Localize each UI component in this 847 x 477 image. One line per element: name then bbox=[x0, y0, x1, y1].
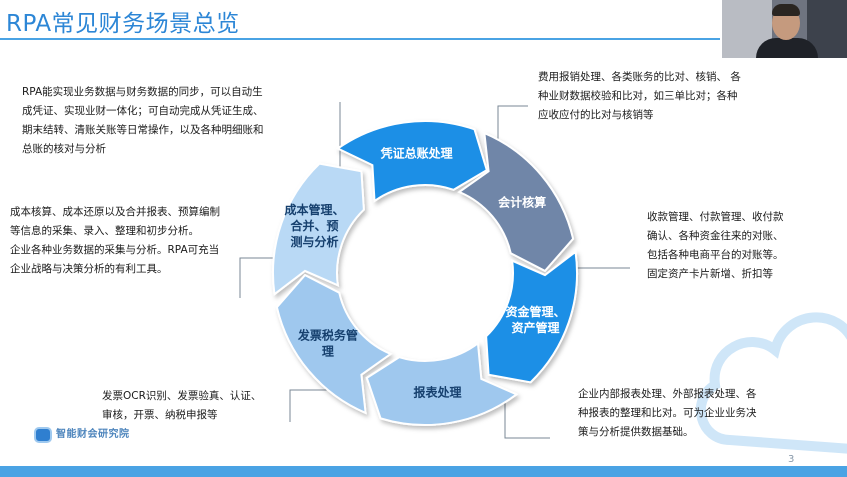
presenter-hair bbox=[772, 4, 800, 16]
segment-label-line: 报表处理 bbox=[414, 384, 462, 399]
desc-invoice-tax: 发票OCR识别、发票验真、认证、 审核，开票、纳税申报等 bbox=[102, 387, 261, 425]
title-underline bbox=[0, 38, 720, 40]
webcam-feed bbox=[722, 0, 847, 58]
connector-top-right bbox=[497, 105, 528, 148]
page-number: 3 bbox=[788, 454, 795, 465]
desc-cost-management: 成本核算、成本还原以及合并报表、预算编制 等信息的采集、录入、整理和初步分析。 … bbox=[10, 203, 220, 279]
segment-label-line: 发票税务管 bbox=[297, 328, 358, 343]
desc-line: 种报表的整理和比对。可为企业业务决 bbox=[578, 407, 757, 419]
desc-line: 企业战略与决策分析的有利工具。 bbox=[10, 263, 168, 275]
segment-cost-management bbox=[272, 162, 365, 296]
connector-lines bbox=[239, 102, 630, 439]
desc-line: 成本核算、成本还原以及合并报表、预算编制 bbox=[10, 206, 220, 218]
desc-accounting: 费用报销处理、各类账务的比对、核销、 各 种业财数据校验和比对，如三单比对；各种… bbox=[538, 68, 741, 125]
connector-mid-left bbox=[239, 257, 275, 298]
desc-line: 固定资产卡片新增、折扣等 bbox=[647, 268, 773, 280]
desc-report: 企业内部报表处理、外部报表处理、各 种报表的整理和比对。可为企业业务决 策与分析… bbox=[578, 385, 757, 442]
ring-segments bbox=[272, 120, 578, 426]
desc-voucher-ledger: RPA能实现业务数据与财务数据的同步，可以自动生 成凭证、实现业财一体化；可自动… bbox=[22, 83, 264, 159]
logo-robot-icon bbox=[34, 427, 52, 443]
desc-line: 收款管理、付款管理、收付款 bbox=[647, 211, 784, 223]
desc-line: 等信息的采集、录入、整理和初步分析。 bbox=[10, 225, 199, 237]
desc-line: 策与分析提供数据基础。 bbox=[578, 426, 694, 438]
bottom-strip bbox=[0, 466, 847, 477]
connector-top-left bbox=[325, 102, 341, 171]
segment-label-line: 资金管理、 bbox=[505, 304, 565, 319]
desc-fund-asset: 收款管理、付款管理、收付款 确认、各种资金往来的对账、 包括各种电商平台的对账等… bbox=[647, 208, 784, 284]
segment-label-line: 会计核算 bbox=[498, 194, 546, 209]
slide-title: RPA常见财务场景总览 bbox=[6, 11, 240, 37]
desc-line: 费用报销处理、各类账务的比对、核销、 各 bbox=[538, 71, 741, 83]
segment-accounting-label: 会计核算 bbox=[498, 194, 546, 209]
desc-line: 总账的核对与分析 bbox=[22, 143, 106, 155]
segment-label-line: 理 bbox=[322, 345, 334, 359]
desc-line: 企业各种业务数据的采集与分析。RPA可充当 bbox=[10, 244, 220, 256]
desc-line: 种业财数据校验和比对，如三单比对；各种 bbox=[538, 90, 738, 102]
segment-fund-asset-label: 资金管理、资产管理 bbox=[505, 304, 565, 335]
desc-line: 期末结转、清账关账等日常操作，以及各种明细账和 bbox=[22, 124, 264, 136]
segment-invoice-tax-label: 发票税务管理 bbox=[297, 328, 358, 359]
desc-line: 发票OCR识别、发票验真、认证、 bbox=[102, 390, 262, 402]
segment-fund-asset bbox=[485, 250, 578, 384]
segment-label-line: 资产管理 bbox=[511, 320, 559, 335]
segment-voucher-ledger bbox=[335, 120, 488, 203]
segment-report bbox=[365, 341, 519, 426]
segment-report-label: 报表处理 bbox=[414, 384, 462, 399]
segment-label-line: 合并、预 bbox=[291, 218, 339, 233]
segment-label-line: 测与分析 bbox=[291, 234, 339, 249]
desc-line: RPA能实现业务数据与财务数据的同步，可以自动生 bbox=[22, 86, 263, 98]
desc-line: 成凭证、实现业财一体化；可自动完成从凭证生成、 bbox=[22, 105, 264, 117]
segment-cost-management-label: 成本管理、合并、预测与分析 bbox=[285, 202, 345, 249]
desc-line: 包括各种电商平台的对账等。 bbox=[647, 249, 784, 261]
segment-accounting bbox=[457, 131, 575, 273]
desc-line: 应收应付的比对与核销等 bbox=[538, 109, 654, 121]
presenter-body bbox=[756, 38, 818, 58]
segment-voucher-ledger-label: 凭证总账处理 bbox=[380, 145, 453, 160]
segment-label-line: 成本管理、 bbox=[285, 202, 345, 217]
connector-bottom-right bbox=[504, 395, 550, 439]
logo-text: 智能财会研究院 bbox=[56, 429, 130, 440]
segment-label-line: 凭证总账处理 bbox=[380, 145, 453, 160]
desc-line: 企业内部报表处理、外部报表处理、各 bbox=[578, 388, 757, 400]
segment-invoice-tax bbox=[275, 273, 393, 415]
desc-line: 确认、各种资金往来的对账、 bbox=[647, 230, 784, 242]
desc-line: 审核，开票、纳税申报等 bbox=[102, 409, 218, 421]
